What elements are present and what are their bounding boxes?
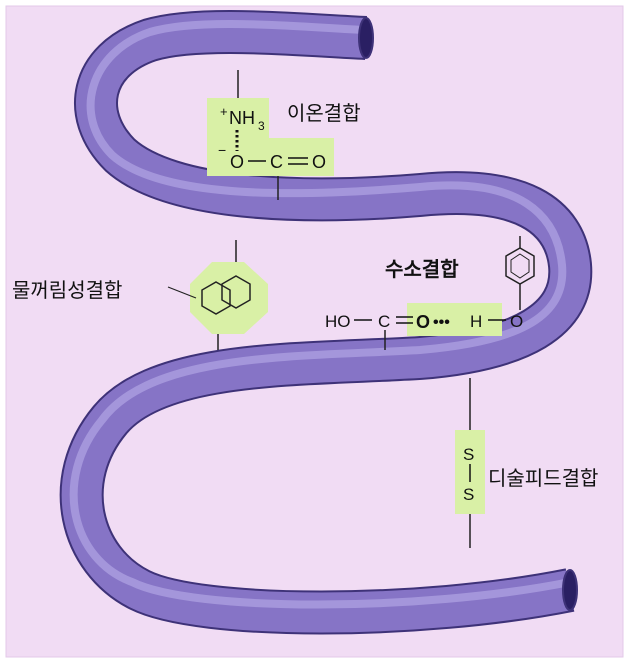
hydrophobic-bond-label: 물꺼림성결합	[12, 278, 122, 302]
hydrogen-bond-label: 수소결합	[385, 257, 459, 281]
hbond-dots: •••	[433, 314, 450, 331]
hbond-oxygen: O	[416, 312, 430, 332]
phenol-oxygen: O	[510, 312, 523, 331]
sulfur-top: S	[463, 445, 474, 464]
carboxyl-carbon: C	[270, 152, 283, 172]
amine-charge: +	[220, 104, 228, 119]
sulfur-bottom: S	[463, 485, 474, 504]
hbond-hydrogen: H	[470, 312, 482, 331]
chain-end-top	[359, 18, 373, 58]
amine-label: NH	[229, 108, 255, 128]
hydroxyl-label: HO	[325, 312, 351, 331]
disulfide-bond-label: 디술피드결합	[488, 466, 598, 490]
amine-subscript: 3	[258, 119, 265, 133]
carboxyl-double-oxygen: O	[312, 152, 326, 172]
ionic-bond-label: 이온결합	[287, 101, 361, 125]
carboxyl-charge: −	[218, 142, 226, 158]
carboxyl-oxygen: O	[230, 152, 244, 172]
chain-end-bottom	[563, 570, 577, 610]
hbond-carbon: C	[378, 312, 390, 331]
